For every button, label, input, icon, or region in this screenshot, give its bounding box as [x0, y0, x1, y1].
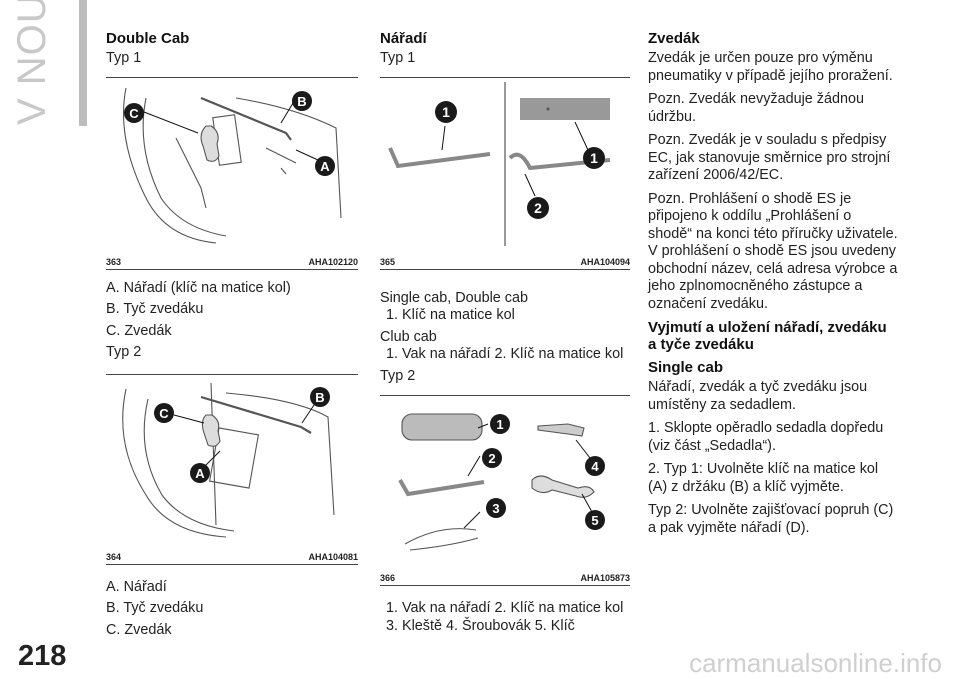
legend-item: A. Nářadí (klíč na matice kol): [106, 279, 291, 296]
legend-item: A. Nářadí: [106, 578, 167, 595]
legend-item: B. Tyč zvedáku: [106, 301, 204, 317]
figure-number: 363: [106, 256, 122, 267]
heading-double-cab: Double Cab: [106, 30, 190, 47]
figure-code: AHA104081: [308, 551, 358, 562]
legend-group-title: Club cab: [380, 328, 437, 345]
callout-a: A: [320, 159, 330, 174]
tools-illustration-type1: 1 1 2: [388, 81, 611, 246]
column-jack: Zvedák Zvedák je určen pouze pro výměnu …: [648, 30, 898, 543]
column-tools: Nářadí Typ 1 1 1 2 365 AHA104094 Sing: [380, 30, 630, 639]
step: 1. Sklopte opěradlo sedadla dopředu (viz…: [648, 420, 884, 454]
callout-b: B: [297, 94, 306, 109]
callout-4: 4: [591, 459, 599, 474]
typ1-label: Typ 1: [380, 50, 416, 66]
figure-363: C B A 363 AHA102120: [106, 78, 358, 270]
figure-366-legend: 1. Vak na nářadí 2. Klíč na matice kol 3…: [380, 600, 630, 635]
watermark: carmanualsonline.info: [689, 648, 942, 678]
callout-2: 2: [488, 451, 495, 466]
callout-c: C: [159, 406, 169, 421]
paragraph: Pozn. Zvedák nevyžaduje žádnou údržbu.: [648, 91, 865, 125]
paragraph: Nářadí, zvedák a tyč zvedáku jsou umístě…: [648, 379, 868, 413]
heading-removal: Vyjmutí a uložení nářadí, zvedáku a tyče…: [648, 319, 887, 353]
typ1-label: Typ 1: [106, 50, 142, 66]
figure-caption-bar: 366 AHA105873: [380, 573, 630, 586]
figure-caption-bar: 364 AHA104081: [106, 552, 358, 565]
section-tab-label: V NOUZI: [10, 0, 54, 125]
legend-item: 3. Kleště 4. Šroubovák 5. Klíč: [386, 617, 575, 634]
heading-single-cab: Single cab: [648, 359, 724, 376]
legend-item: 1. Vak na nářadí 2. Klíč na matice kol: [386, 346, 624, 362]
callout-c: C: [129, 106, 139, 121]
paragraph: Pozn. Prohlášení o shodě ES je připojeno…: [648, 190, 898, 312]
callout-1: 1: [442, 104, 450, 120]
figure-caption-bar: 365 AHA104094: [380, 257, 630, 270]
legend-item: C. Zvedák: [106, 621, 172, 638]
legend-item: 1. Vak na nářadí 2. Klíč na matice kol: [386, 600, 624, 616]
step: 2. Typ 1: Uvolněte klíč na matice kol (A…: [648, 461, 879, 495]
figure-number: 365: [380, 256, 396, 267]
figure-number: 364: [106, 551, 122, 562]
legend-item: 1. Klíč na matice kol: [386, 307, 515, 323]
legend-item: C. Zvedák: [106, 322, 172, 339]
figure-365: 1 1 2 365 AHA104094: [380, 78, 630, 270]
figure-code: AHA104094: [580, 256, 630, 267]
column-double-cab: Double Cab Typ 1 C B A: [106, 30, 358, 643]
callout-a: A: [195, 466, 205, 481]
page-number: 218: [18, 640, 67, 672]
callout-1: 1: [496, 417, 503, 432]
figure-caption-bar: 363 AHA102120: [106, 257, 358, 270]
callout-3: 3: [492, 501, 499, 516]
heading-tools: Nářadí: [380, 30, 427, 47]
typ2-label: Typ 2: [380, 367, 416, 384]
tools-illustration-type2: 1 2 3 4 5: [398, 413, 605, 551]
callout-5: 5: [591, 513, 598, 528]
figure-code: AHA105873: [580, 573, 630, 583]
legend-item: B. Tyč zvedáku: [106, 600, 204, 616]
paragraph: Zvedák je určen pouze pro výměnu pneumat…: [648, 50, 893, 84]
callout-b: B: [315, 390, 324, 405]
figure-363-legend: A. Nářadí (klíč na matice kol) B. Tyč zv…: [106, 280, 358, 362]
legend-group-title: Single cab, Double cab: [380, 289, 529, 306]
step: Typ 2: Uvolněte zajišťovací popruh (C) a…: [648, 502, 894, 536]
jack-storage-illustration-type1: C B A: [122, 87, 342, 244]
typ2-label: Typ 2: [106, 344, 142, 360]
figure-366: 1 2 3 4 5 366 AHA105873: [380, 396, 630, 586]
paragraph: Pozn. Zvedák je v souladu s předpisy EC,…: [648, 132, 891, 183]
section-tab-bar: [79, 0, 87, 126]
figure-number: 366: [380, 573, 396, 583]
figure-365-legend: Single cab, Double cab 1. Klíč na matice…: [380, 290, 630, 386]
jack-storage-illustration-type2: C B A: [122, 382, 335, 538]
callout-1b: 1: [590, 150, 598, 166]
figure-364-legend: A. Nářadí B. Tyč zvedáku C. Zvedák: [106, 579, 358, 640]
heading-jack: Zvedák: [648, 30, 700, 47]
callout-2: 2: [534, 200, 542, 216]
figure-364: C B A 364 AHA104081: [106, 375, 358, 565]
section-tab: V NOUZI: [0, 0, 88, 140]
figure-code: AHA102120: [308, 256, 358, 267]
